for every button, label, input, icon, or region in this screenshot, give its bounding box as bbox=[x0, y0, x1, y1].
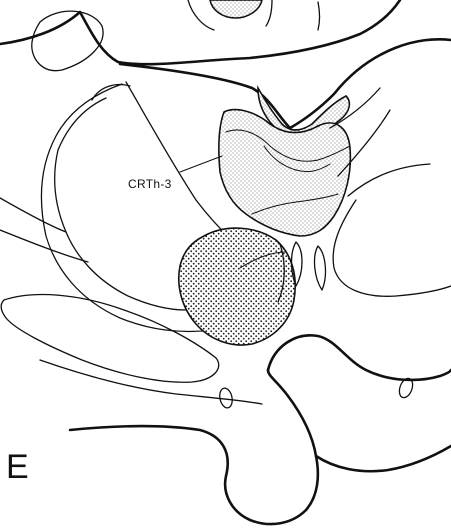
crth3-leader-line bbox=[180, 156, 222, 172]
bottom-u-shape-outline bbox=[70, 370, 318, 524]
top-arc-outline bbox=[188, 0, 214, 30]
upper-border-outline bbox=[0, 0, 400, 64]
top-stippled-region bbox=[210, 0, 262, 18]
left-tract-tail-upper bbox=[0, 198, 66, 232]
left-c-tract-inner bbox=[55, 98, 186, 310]
lower-stippled-region bbox=[179, 228, 295, 345]
lower-left-tract-line bbox=[40, 360, 262, 404]
lens-shape-left bbox=[292, 242, 303, 286]
top-right-arc-outline bbox=[266, 0, 272, 26]
top-right-small-outline bbox=[318, 2, 320, 30]
panel-letter-label: E bbox=[6, 448, 29, 486]
right-ventricle-curve bbox=[333, 200, 451, 296]
lens-shape-right bbox=[315, 246, 326, 290]
bottom-right-heavy-outline bbox=[316, 446, 451, 471]
small-arc-upper-left bbox=[92, 85, 130, 100]
small-oval-left bbox=[218, 387, 234, 409]
right-upper-curve bbox=[348, 164, 430, 196]
left-tract-tail-lower bbox=[0, 230, 88, 262]
crth3-label: CRTh-3 bbox=[128, 177, 172, 191]
bottom-heavy-outline bbox=[268, 335, 451, 380]
